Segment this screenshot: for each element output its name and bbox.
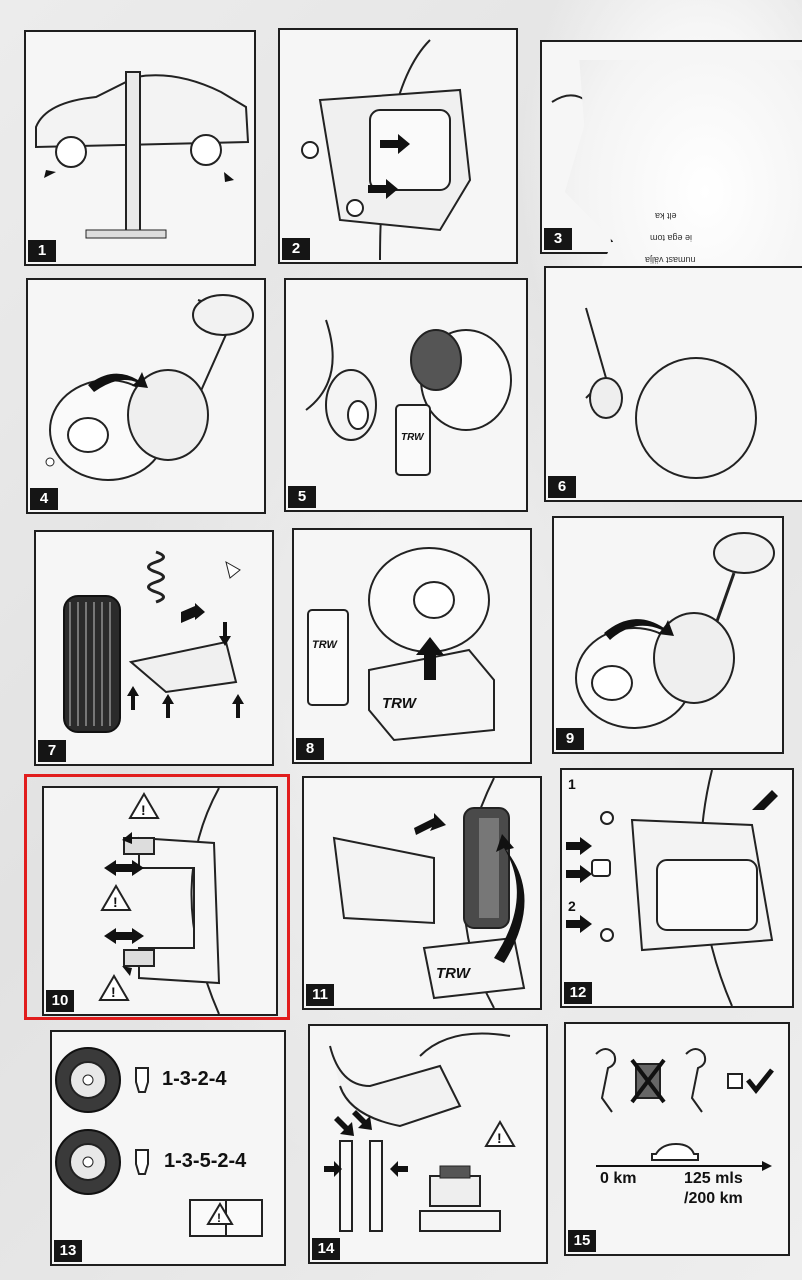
step-number: 6	[548, 476, 576, 498]
brake-pedal-illustration: !	[324, 1032, 516, 1232]
hub-illustration	[585, 307, 757, 479]
step-number: 1	[28, 240, 56, 262]
brand-logo-box: TRW	[382, 695, 418, 712]
step-number: 13	[54, 1240, 82, 1262]
crossed-out-icon	[630, 1058, 666, 1104]
panel-4: 4	[26, 278, 266, 514]
panel-15: 0 km 125 mls /200 km 15	[564, 1022, 790, 1256]
car-on-lift-illustration	[35, 71, 250, 239]
step-number: 10	[46, 990, 74, 1012]
svg-text:!: !	[113, 894, 118, 910]
panel-1: 1	[24, 30, 256, 266]
mirrored-text-1: elt ka	[655, 211, 677, 221]
step-number: 5	[288, 486, 316, 508]
caliper-refit-illustration	[566, 770, 778, 1006]
svg-text:!: !	[217, 1211, 221, 1225]
suspension-check-illustration	[63, 550, 244, 733]
panel-2: 2	[278, 28, 518, 264]
svg-text:!: !	[141, 802, 146, 818]
panel-7: 7	[34, 530, 274, 766]
warning-triangle-icon	[484, 1120, 516, 1147]
step-number: 9	[556, 728, 584, 750]
cleaning-hub-illustration: TRW	[305, 319, 512, 476]
torque-sequence-illustration: !	[55, 1047, 263, 1237]
mirrored-text-2: ie ega tom	[650, 233, 693, 243]
panel-13: ! 1-3-2-4 1-3-5-2-4 13	[50, 1030, 286, 1266]
step-number: 14	[312, 1238, 340, 1260]
panel-5: TRW 5	[284, 278, 528, 512]
step-number: 7	[38, 740, 66, 762]
bolt-icon	[135, 1067, 149, 1093]
step-number: 4	[30, 488, 58, 510]
distance-start: 0 km	[600, 1170, 637, 1187]
car-icon	[651, 1142, 699, 1161]
torque-sequence-1: 1-3-2-4	[162, 1068, 227, 1090]
callout-2: 2	[568, 898, 576, 914]
panel-12: 1 2 12	[560, 768, 794, 1008]
step-number: 3	[544, 228, 572, 250]
carrier-guide-pins-illustration: ! ! !	[98, 788, 221, 1014]
checkmark-icon	[746, 1068, 774, 1095]
brand-logo-box: TRW	[436, 965, 472, 982]
bedding-in-illustration	[595, 1048, 774, 1171]
step-number: 15	[568, 1230, 596, 1252]
distance-end-km: /200 km	[684, 1190, 743, 1207]
new-disc-cleaning-illustration: TRW TRW	[307, 547, 495, 742]
panel-11: TRW 11	[302, 776, 542, 1010]
brand-logo: TRW	[401, 432, 425, 443]
disc-fitting-illustration	[575, 532, 775, 729]
step-number: 8	[296, 738, 324, 760]
step-number: 2	[282, 238, 310, 260]
panel-8: TRW TRW 8	[292, 528, 532, 764]
mirrored-text-3: numast välja	[645, 255, 696, 265]
panel-9: 9	[552, 516, 784, 754]
warning-triangle-icon	[206, 1202, 234, 1225]
panel-10: ! ! ! 10	[42, 786, 278, 1016]
step-number: 11	[306, 984, 334, 1006]
brand-logo: TRW	[312, 639, 338, 651]
svg-text:!: !	[497, 1130, 502, 1146]
panel-6: 6	[544, 266, 802, 502]
pad-replacement-illustration: TRW	[332, 778, 526, 1008]
bolt-icon	[135, 1149, 149, 1175]
panel-14: ! 14	[308, 1024, 548, 1264]
caliper-removal-illustration	[301, 39, 472, 261]
callout-1: 1	[568, 776, 576, 792]
step-number: 12	[564, 982, 592, 1004]
disc-removal-illustration	[45, 294, 254, 481]
torque-sequence-2: 1-3-5-2-4	[164, 1150, 247, 1172]
svg-text:!: !	[111, 984, 116, 1000]
warning-triangle-icon	[128, 792, 160, 819]
distance-end-miles: 125 mls	[684, 1170, 743, 1187]
